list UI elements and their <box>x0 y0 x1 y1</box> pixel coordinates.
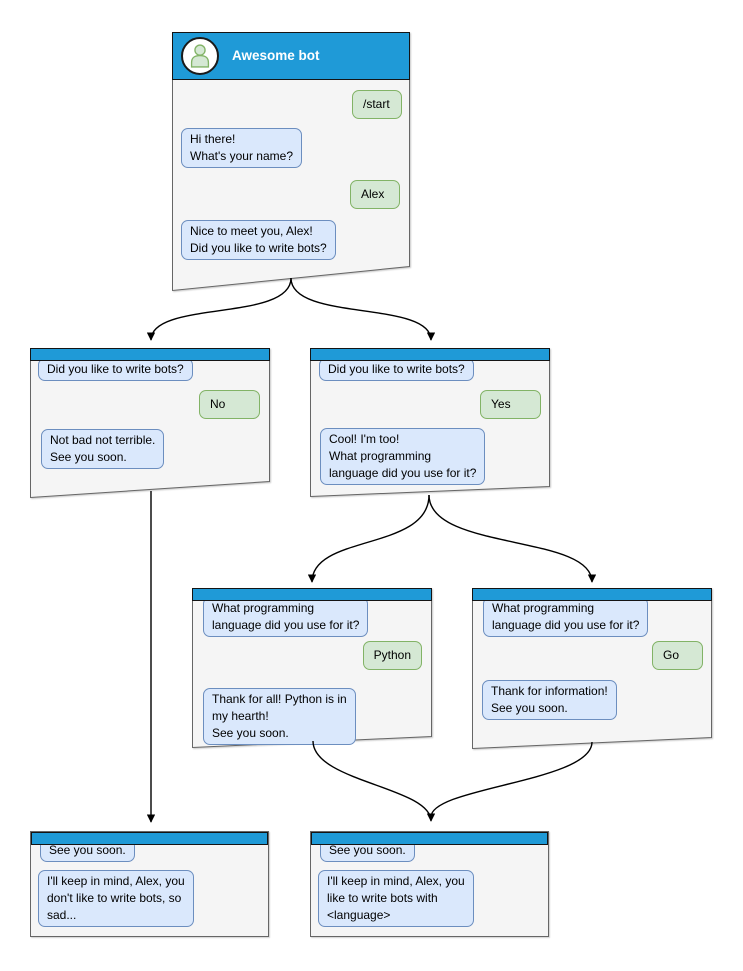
window-titlebar <box>311 832 548 845</box>
bot-message-bubble: What programming language did you use fo… <box>203 597 369 638</box>
chat-window-main: Awesome bot /start Hi there! What's your… <box>172 32 410 292</box>
bot-message-bubble: Not bad not terrible. See you soon. <box>41 429 165 470</box>
bot-message-bubble: I'll keep in mind, Alex, you like to wri… <box>318 870 474 928</box>
window-titlebar <box>31 832 268 845</box>
bot-message-bubble: Did you like to write bots? <box>38 358 193 382</box>
chat-window-branch-no: Did you like to write bots? No Not bad n… <box>30 348 270 499</box>
window-title: Awesome bot <box>232 48 320 63</box>
chat-window-end-yes: See you soon. I'll keep in mind, Alex, y… <box>310 831 549 937</box>
bot-message-bubble: Did you like to write bots? <box>319 358 474 382</box>
window-titlebar <box>192 588 432 601</box>
window-titlebar <box>30 348 270 361</box>
user-message-bubble: Go <box>652 641 703 671</box>
edge-branch-yes-to-python <box>307 494 430 583</box>
user-message-bubble: /start <box>352 90 402 120</box>
edge-python-to-end-yes <box>312 740 436 822</box>
bot-message-bubble: Thank for information! See you soon. <box>482 680 617 721</box>
edge-branch-yes-to-go <box>428 494 597 583</box>
chat-window-branch-yes: Did you like to write bots? Yes Cool! I'… <box>310 348 550 498</box>
bot-message-bubble: Nice to meet you, Alex! Did you like to … <box>181 220 336 261</box>
bot-message-bubble: Hi there! What's your name? <box>181 128 303 169</box>
window-titlebar <box>310 348 550 361</box>
user-message-bubble: Alex <box>350 180 400 210</box>
chat-window-go: What programming language did you use fo… <box>472 588 712 750</box>
chat-window-python: What programming language did you use fo… <box>192 588 432 749</box>
bot-message-bubble: I'll keep in mind, Alex, you don't like … <box>38 870 194 928</box>
chat-window-end-no: See you soon. I'll keep in mind, Alex, y… <box>30 831 269 937</box>
bot-avatar <box>181 37 219 75</box>
bot-message-bubble: Thank for all! Python is in my hearth! S… <box>203 688 356 746</box>
user-message-bubble: Python <box>362 641 422 671</box>
edge-go-to-end-yes <box>430 741 593 818</box>
user-message-bubble: Yes <box>480 390 541 420</box>
window-titlebar <box>472 588 712 601</box>
user-message-bubble: No <box>199 390 260 420</box>
person-icon <box>190 44 210 68</box>
bot-message-bubble: Cool! I'm too! What programming language… <box>320 428 486 486</box>
bot-message-bubble: What programming language did you use fo… <box>483 597 649 638</box>
